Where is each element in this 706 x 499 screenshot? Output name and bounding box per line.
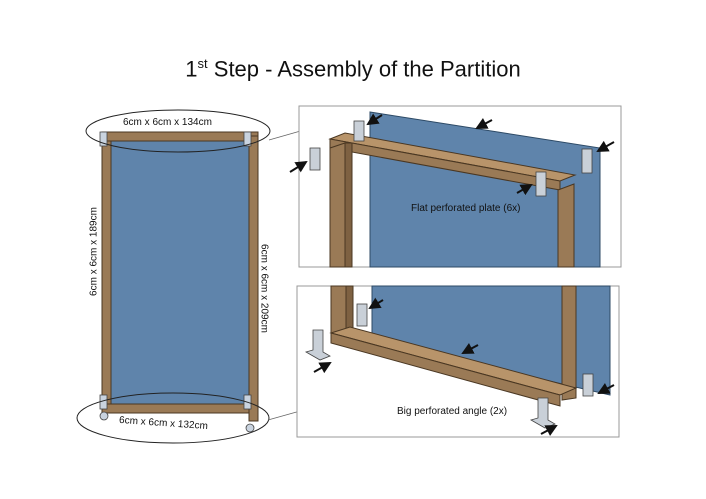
arrow-plate-2 xyxy=(366,113,383,126)
detail-bottom-beam-front xyxy=(330,332,561,407)
detail-top-left-post-side xyxy=(344,142,353,268)
arrow-plate-3 xyxy=(516,184,533,196)
dimension-left-label: 6cm x 6cm x 189cm xyxy=(88,207,100,296)
top-highlight-ellipse xyxy=(85,109,271,153)
arrow-plate-6 xyxy=(597,383,615,394)
detail-top-view xyxy=(289,105,622,268)
flat-plate-3 xyxy=(535,171,547,197)
right-post xyxy=(248,135,259,422)
arrow-plate-4 xyxy=(596,140,615,152)
page-title: 1st Step - Assembly of the Partition xyxy=(0,56,706,82)
big-angle-1 xyxy=(304,329,331,361)
arrow-beam xyxy=(475,118,493,129)
title-step-number: 1 xyxy=(185,56,198,82)
corner-plate-bl xyxy=(99,394,108,410)
partition-panel xyxy=(107,137,253,407)
detail-top-left-post xyxy=(329,142,346,268)
flat-plate-6 xyxy=(582,373,594,397)
detail-bottom-view xyxy=(296,285,620,438)
bottom-highlight-ellipse xyxy=(76,392,270,444)
partition-front-view xyxy=(99,131,259,433)
detail-bottom-left-post-side xyxy=(345,285,354,331)
flat-plate-4 xyxy=(581,148,593,174)
arrow-plate-5 xyxy=(368,297,384,310)
dimension-right-label: 6cm x 6cm x 209cm xyxy=(258,244,270,333)
corner-plate-tr xyxy=(243,131,252,147)
top-beam xyxy=(101,131,259,142)
detail-bottom-label: Big perforated angle (2x) xyxy=(397,406,508,417)
arrow-plate-1 xyxy=(289,160,308,173)
corner-plate-tl xyxy=(99,131,108,147)
flat-plate-2 xyxy=(353,120,365,142)
arrow-angle-2 xyxy=(540,425,558,436)
detail-top-right-post xyxy=(557,183,575,268)
dimension-top-label: 6cm x 6cm x 134cm xyxy=(123,117,212,128)
bottom-beam xyxy=(101,403,259,414)
detail-bottom-right-post xyxy=(561,285,577,401)
title-step-suffix: st xyxy=(197,56,208,71)
flat-plate-5 xyxy=(356,303,368,327)
angle-bracket-bl xyxy=(99,411,109,421)
detail-bottom-panel xyxy=(371,285,611,396)
flat-plate-1 xyxy=(309,147,321,171)
title-text: Step - Assembly of the Partition xyxy=(207,56,521,82)
arrow-beam-bottom xyxy=(461,343,479,354)
detail-top-label: Flat perforated plate (6x) xyxy=(411,203,521,214)
angle-bracket-br xyxy=(245,423,255,433)
arrow-angle-1 xyxy=(313,362,332,374)
left-post xyxy=(101,140,112,405)
